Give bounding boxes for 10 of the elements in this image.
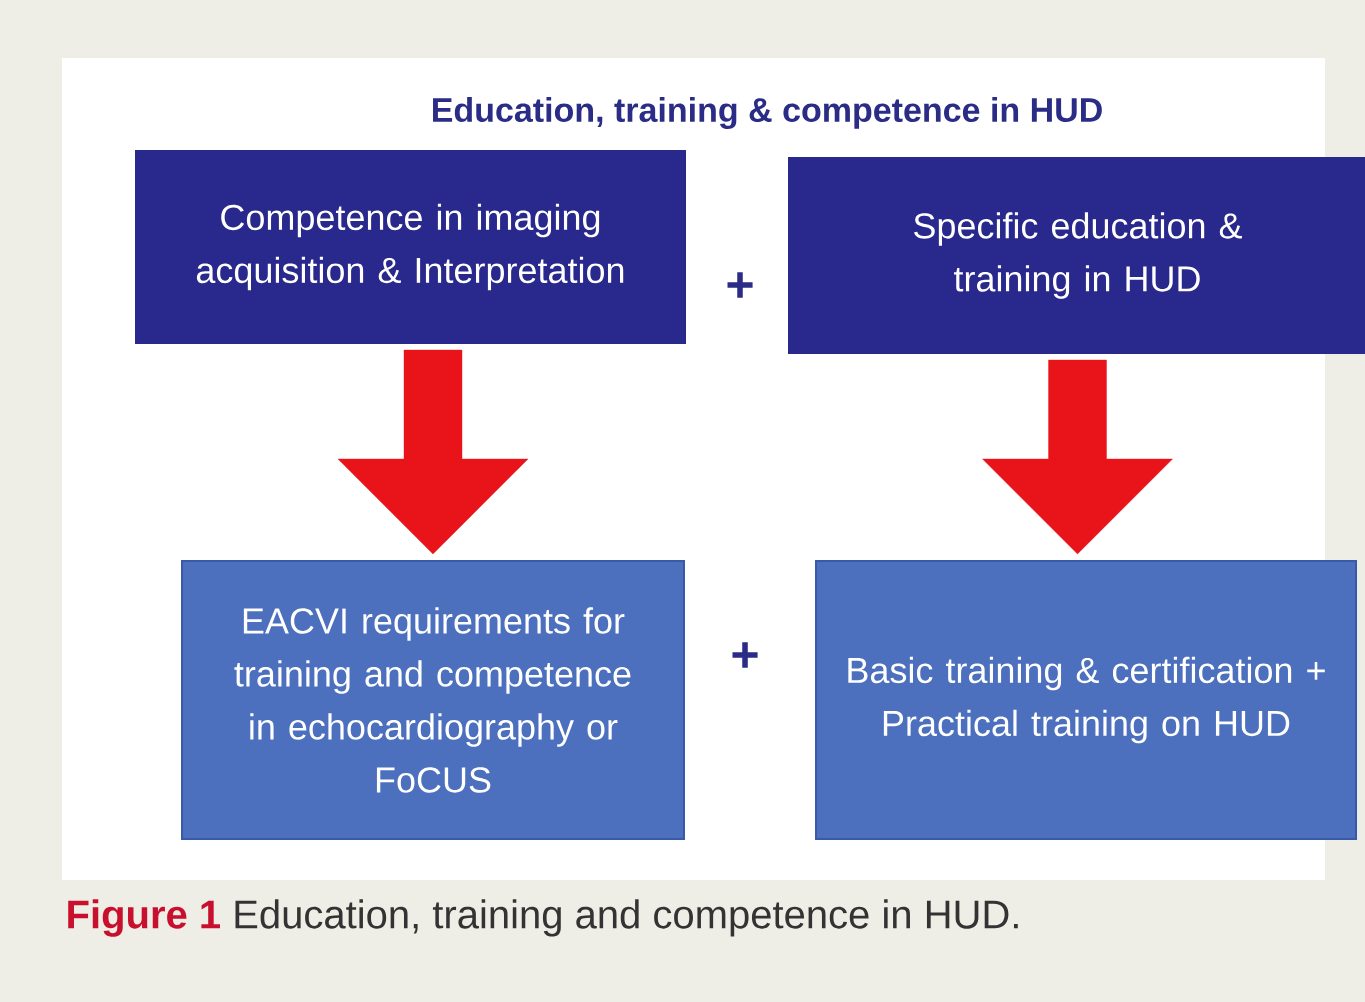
plus-sign: +	[732, 642, 758, 668]
process-box: Basic training & certification + Practical training on HUD	[815, 560, 1357, 840]
process-box: Competence in imaging acquisition & Interpretation	[135, 150, 686, 344]
block-arrow	[982, 359, 1173, 555]
title: Education, training & competence in HUD	[433, 97, 1102, 129]
caption: Figure 1 Education, training and competence in HUD.	[68, 899, 1018, 937]
plus-sign: +	[727, 272, 753, 298]
process-box: Specific education & training in HUD	[788, 157, 1365, 354]
process-box: EACVI requirements for training and competence in echocardiography or FoCUS	[181, 560, 685, 840]
block-arrow	[337, 349, 529, 555]
